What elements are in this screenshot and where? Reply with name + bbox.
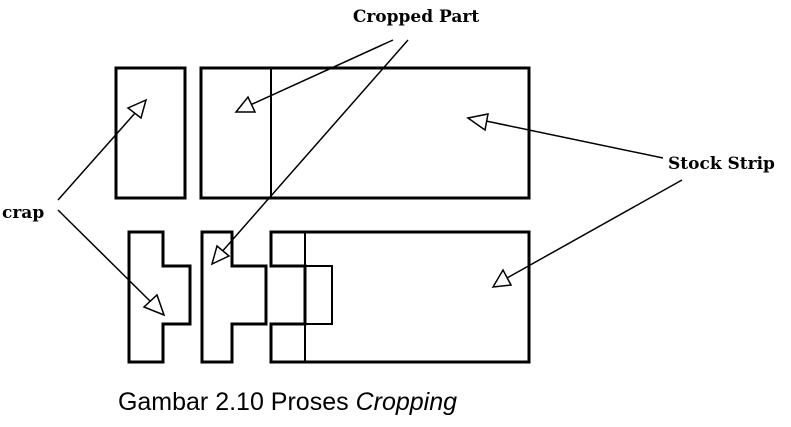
- stock-strip-arrow-1-line: [485, 120, 664, 159]
- stock-strip-arrow-2-head: [491, 268, 513, 288]
- cropped-part-arrow-2-line: [219, 39, 409, 255]
- scrap-arrow-2-line: [57, 209, 153, 304]
- bottom-strip-notch-outline: [304, 232, 333, 362]
- cropped-part-arrow-2-head: [210, 244, 231, 266]
- scrap-label: crap: [2, 203, 44, 223]
- bottom-stock-strip: [269, 230, 531, 364]
- figure-caption: Gambar 2.10 Proses Cropping: [0, 390, 575, 415]
- bottom-scrap-piece-2: [200, 230, 268, 364]
- top-stock-strip: [199, 66, 531, 200]
- scrap-arrow-1-head: [126, 98, 148, 120]
- scrap-arrow-1-line: [57, 111, 137, 201]
- stock-strip-arrow-2-line: [506, 179, 683, 279]
- scrap-arrow-2-head: [142, 293, 166, 317]
- cropped-part-label: Cropped Part: [353, 7, 480, 27]
- caption-prefix: Gambar 2.10 Proses: [117, 388, 356, 416]
- top-scrap-piece: [114, 66, 187, 200]
- stock-strip-label: Stock Strip: [668, 154, 775, 174]
- bottom-scrap-piece-1: [127, 230, 192, 364]
- caption-emphasis: Cropping: [355, 388, 458, 416]
- cropped-part-arrow-1-head: [234, 95, 257, 113]
- stock-strip-arrow-1-head: [466, 113, 489, 132]
- cropped-part-arrow-1-line: [247, 39, 394, 107]
